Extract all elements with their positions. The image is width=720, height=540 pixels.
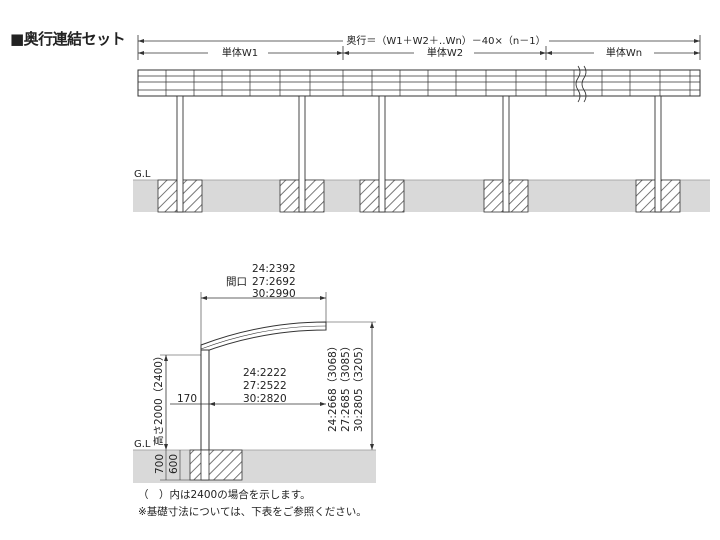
- unit-dimension: 単体W1 単体W2 単体Wn: [138, 46, 700, 60]
- roof-panel: [137, 69, 701, 97]
- total-height-dimension: 24:2668（3068） 27:2685（3085） 30:2805（3205…: [326, 321, 376, 450]
- inner-value-30: 30:2820: [243, 393, 287, 405]
- ground-side-view: [133, 450, 376, 483]
- foundation-depth-outer: 700: [154, 454, 166, 474]
- opening-dimension: 24:2392 間口 27:2692 30:2990: [200, 263, 327, 345]
- side-roof: [200, 321, 327, 354]
- opening-value-24: 24:2392: [252, 263, 296, 275]
- overall-dimension: 奥行＝（W1＋W2＋‥Wn）－40×（n－1）: [137, 34, 701, 60]
- top-view: 奥行＝（W1＋W2＋‥Wn）－40×（n－1） 単体W1 単体W2 単体Wn G…: [133, 34, 710, 213]
- opening-value-30: 30:2990: [252, 288, 296, 300]
- overall-dim-label: 奥行＝（W1＋W2＋‥Wn）－40×（n－1）: [346, 34, 545, 47]
- post-with-foundation: [483, 95, 529, 213]
- offset-label: 170: [177, 393, 197, 405]
- gl-label-side: G.L: [134, 439, 151, 450]
- post-with-foundation: [359, 95, 405, 213]
- ground-top-view: [133, 180, 710, 212]
- section-title: ■奥行連結セット: [10, 30, 126, 48]
- inner-dimension: 24:2222 27:2522 30:2820 170: [170, 367, 326, 406]
- post: [654, 95, 662, 213]
- total-height-27: 27:2685（3085）: [340, 341, 352, 432]
- foundation-depth-inner: 600: [168, 454, 180, 474]
- post: [176, 95, 184, 213]
- posts: [157, 95, 681, 213]
- note-foundation: ※基礎寸法については、下表をご参照ください。: [138, 506, 367, 518]
- height-dimension: 高さ2000（2400）: [152, 351, 201, 450]
- break-mark: [575, 65, 587, 103]
- post-with-foundation: [157, 95, 203, 213]
- post: [502, 95, 510, 213]
- side-view: 24:2392 間口 27:2692 30:2990 24:2222 27:25…: [133, 263, 376, 483]
- height-label: 高さ2000（2400）: [152, 351, 165, 446]
- post: [298, 95, 306, 213]
- gl-label-top: G.L: [134, 169, 151, 180]
- opening-label: 間口: [226, 276, 247, 288]
- post-with-foundation: [635, 95, 681, 213]
- opening-value-27: 27:2692: [252, 276, 296, 288]
- unit-label-w1: 単体W1: [222, 46, 258, 59]
- post-with-foundation: [279, 95, 325, 213]
- inner-value-24: 24:2222: [243, 367, 287, 379]
- unit-label-wn: 単体Wn: [606, 46, 642, 59]
- side-foundation: [189, 449, 243, 481]
- foundation-depth: 700 600: [154, 450, 190, 481]
- post: [378, 95, 386, 213]
- side-post: [200, 349, 210, 451]
- total-height-30: 30:2805（3205）: [353, 341, 365, 432]
- inner-value-27: 27:2522: [243, 380, 287, 392]
- total-height-24: 24:2668（3068）: [327, 341, 339, 432]
- note-parenthesis: （ ）内は2400の場合を示します。: [138, 489, 311, 501]
- unit-label-w2: 単体W2: [427, 46, 463, 59]
